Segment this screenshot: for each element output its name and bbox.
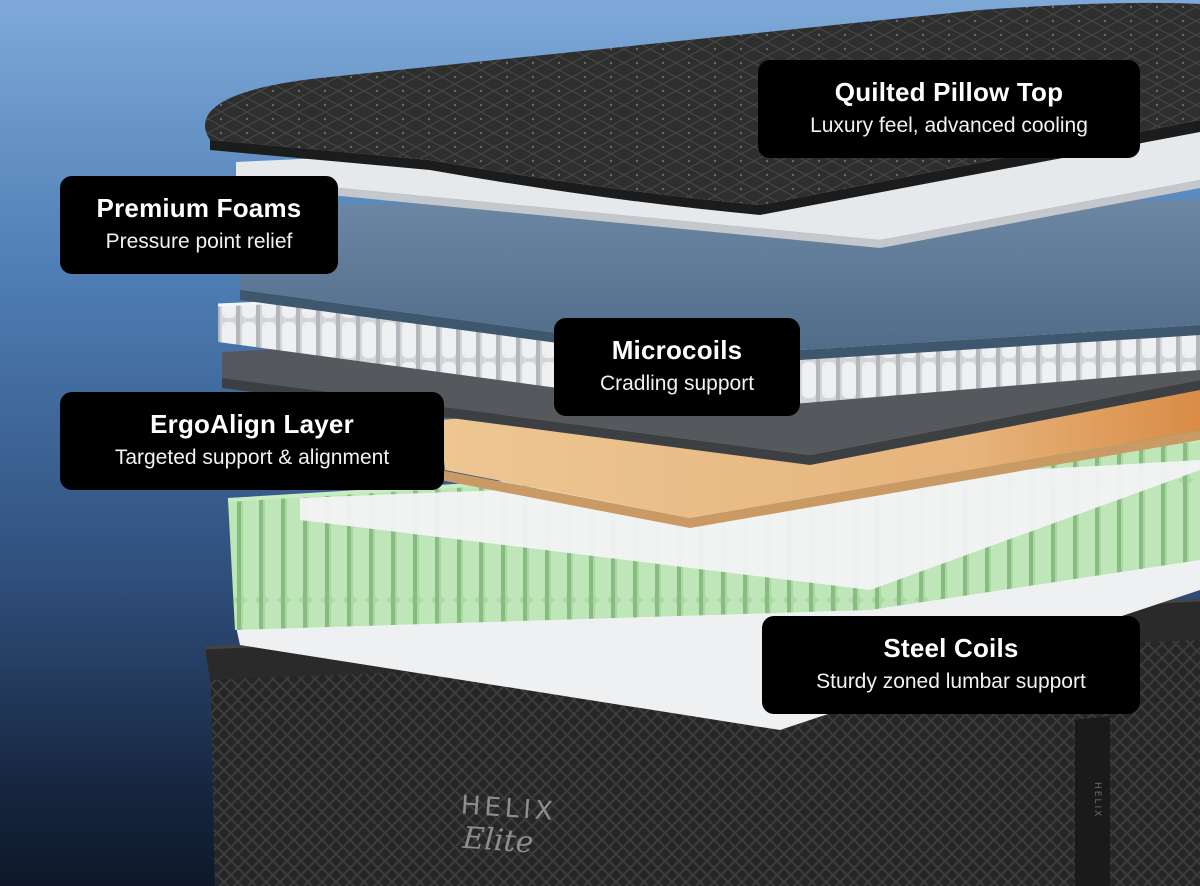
callout-subtitle: Luxury feel, advanced cooling: [810, 114, 1088, 137]
brand-script: Elite: [461, 820, 535, 861]
callout-premium-foams: Premium Foams Pressure point relief: [60, 176, 338, 274]
callout-title: Steel Coils: [883, 633, 1019, 663]
callout-title: Quilted Pillow Top: [834, 77, 1064, 107]
helix-elite-logo: HELIXElite: [458, 790, 621, 860]
callout-title: ErgoAlign Layer: [150, 409, 354, 439]
callout-subtitle: Pressure point relief: [105, 230, 293, 253]
callout-subtitle: Targeted support & alignment: [114, 446, 390, 469]
callout-microcoils: Microcoils Cradling support: [554, 318, 800, 416]
side-brand-label: HELIX: [1092, 781, 1102, 819]
callout-title: Premium Foams: [96, 193, 302, 223]
callout-quilted-pillow-top: Quilted Pillow Top Luxury feel, advanced…: [758, 60, 1140, 158]
callout-subtitle: Sturdy zoned lumbar support: [816, 670, 1086, 693]
callout-ergoalign-layer: ErgoAlign Layer Targeted support & align…: [60, 392, 444, 490]
callout-subtitle: Cradling support: [599, 372, 755, 395]
callout-title: Microcoils: [611, 335, 743, 365]
callout-steel-coils: Steel Coils Sturdy zoned lumbar support: [762, 616, 1140, 714]
